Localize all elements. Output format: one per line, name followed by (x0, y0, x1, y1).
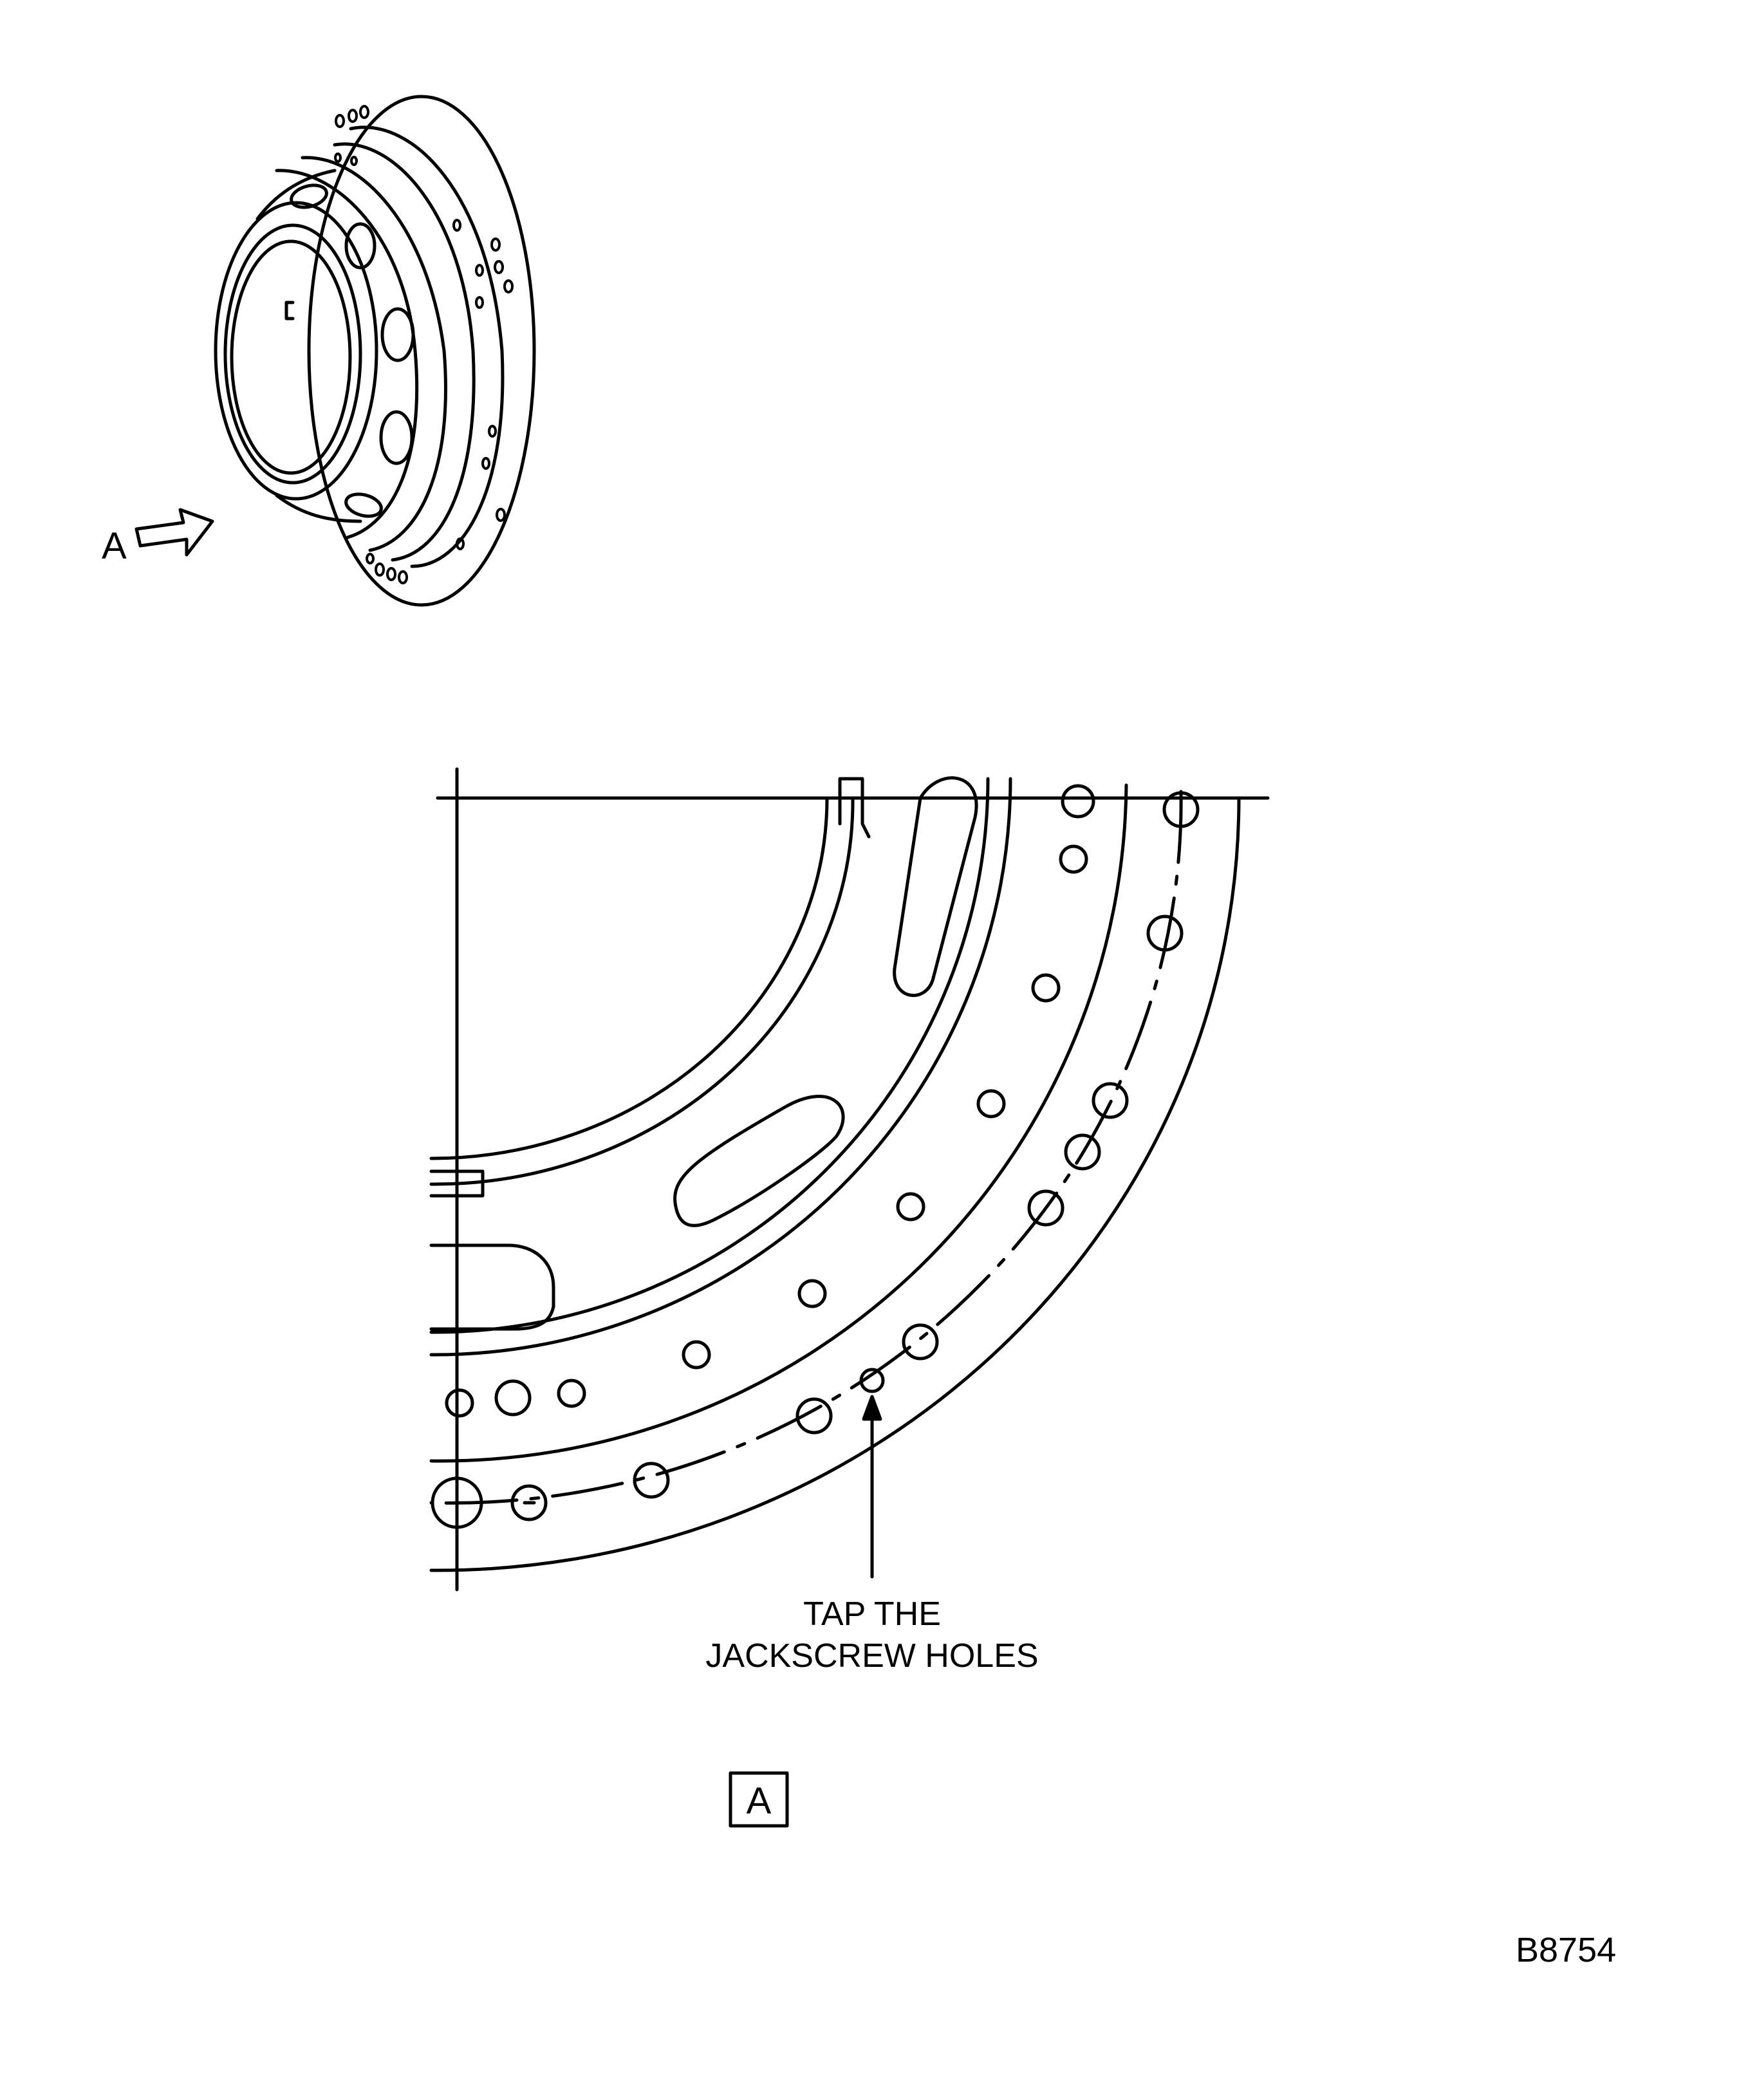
inner-hole-row (445, 784, 1095, 1418)
bore-arc-2 (429, 796, 855, 1186)
body-front-outer (214, 201, 378, 501)
body-window (290, 183, 328, 209)
step-ring-3 (275, 169, 419, 539)
flange-outer-rim (307, 95, 536, 607)
body-window (344, 492, 383, 518)
elongated-slot-middle (673, 1095, 845, 1227)
body-window (344, 222, 376, 270)
body-bore-outer (223, 223, 362, 485)
bolt-circle-arc (429, 790, 1183, 1505)
elongated-slot-top (893, 776, 978, 998)
flange-holes (334, 105, 514, 584)
view-label-box (729, 1771, 789, 1828)
figure-id: B8754 (1516, 1931, 1616, 1969)
body-side-bottom (275, 494, 362, 523)
detail-view-a (429, 767, 1270, 1592)
leader-arrowhead-icon (862, 1395, 882, 1421)
step-ring-1 (333, 142, 476, 562)
key-tab-left (429, 1169, 485, 1198)
callout-leader (862, 1395, 882, 1579)
ring-arc-1 (429, 777, 990, 1334)
bore-key-slot (284, 301, 295, 321)
view-label: A (747, 1780, 772, 1822)
arrow-icon (135, 508, 214, 557)
isometric-housing (214, 95, 536, 607)
flange-inner-rim (349, 125, 505, 568)
body-window (379, 410, 414, 465)
arrow-label: A (102, 525, 127, 567)
body-bore-inner (230, 239, 352, 475)
ring-arc-2 (429, 777, 1012, 1357)
key-tab-top (838, 777, 871, 839)
jackscrew-hole (859, 1368, 885, 1393)
body-side-top (256, 169, 337, 221)
callout-text-line2: JACKSCREW HOLES (705, 1637, 1038, 1675)
window-cutout-left (429, 1243, 555, 1331)
step-ring-2 (301, 156, 447, 552)
bolt-circle-holes (431, 791, 1200, 1529)
bore-arc-1 (429, 796, 829, 1160)
flange-outer-arc (429, 796, 1241, 1572)
body-window (380, 307, 415, 362)
callout-text-line1: TAP THE (803, 1595, 941, 1633)
ring-arc-3 (429, 783, 1128, 1463)
view-direction-arrow (135, 508, 214, 557)
